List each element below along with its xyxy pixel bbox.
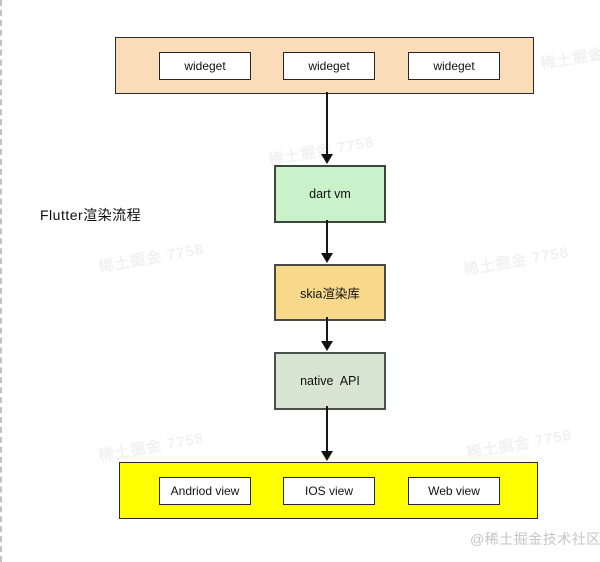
widget-box-3: wideget bbox=[408, 52, 500, 80]
arrow-widgets-to-dartvm bbox=[320, 92, 334, 164]
arrowhead-down-icon bbox=[321, 451, 333, 461]
widget-layer-container: wideget wideget wideget bbox=[115, 37, 534, 94]
arrow-skia-to-native bbox=[320, 317, 334, 351]
platform-box-web: Web view bbox=[408, 477, 500, 505]
platform-layer-container: Andriod view IOS view Web view bbox=[119, 462, 538, 519]
tiled-watermark: 稀土掘金 7758 bbox=[97, 429, 206, 466]
tiled-watermark: 稀土掘金 7758 bbox=[462, 243, 571, 280]
community-credit-watermark: @稀土掘金技术社区 bbox=[470, 531, 600, 547]
arrow-shaft bbox=[326, 317, 328, 343]
arrow-shaft bbox=[326, 92, 328, 156]
platform-box-android: Andriod view bbox=[159, 477, 251, 505]
platform-box-ios: IOS view bbox=[283, 477, 375, 505]
left-dashed-edge bbox=[0, 0, 2, 562]
diagram-title: Flutter渲染流程 bbox=[40, 207, 142, 223]
arrow-shaft bbox=[326, 406, 328, 453]
arrowhead-down-icon bbox=[321, 253, 333, 263]
tiled-watermark: 稀土掘金 7758 bbox=[465, 426, 574, 463]
node-dart-vm: dart vm bbox=[274, 165, 386, 223]
node-skia-render-lib: skia渲染库 bbox=[274, 264, 386, 321]
tiled-watermark: 稀土掘金 7758 bbox=[539, 38, 600, 74]
node-native-api: native API bbox=[274, 352, 386, 410]
widget-box-1: wideget bbox=[159, 52, 251, 80]
arrowhead-down-icon bbox=[321, 341, 333, 351]
arrowhead-down-icon bbox=[321, 154, 333, 164]
arrow-shaft bbox=[326, 220, 328, 255]
arrow-native-to-platforms bbox=[320, 406, 334, 461]
tiled-watermark: 稀土掘金 7758 bbox=[97, 240, 206, 277]
arrow-dartvm-to-skia bbox=[320, 220, 334, 263]
widget-box-2: wideget bbox=[283, 52, 375, 80]
